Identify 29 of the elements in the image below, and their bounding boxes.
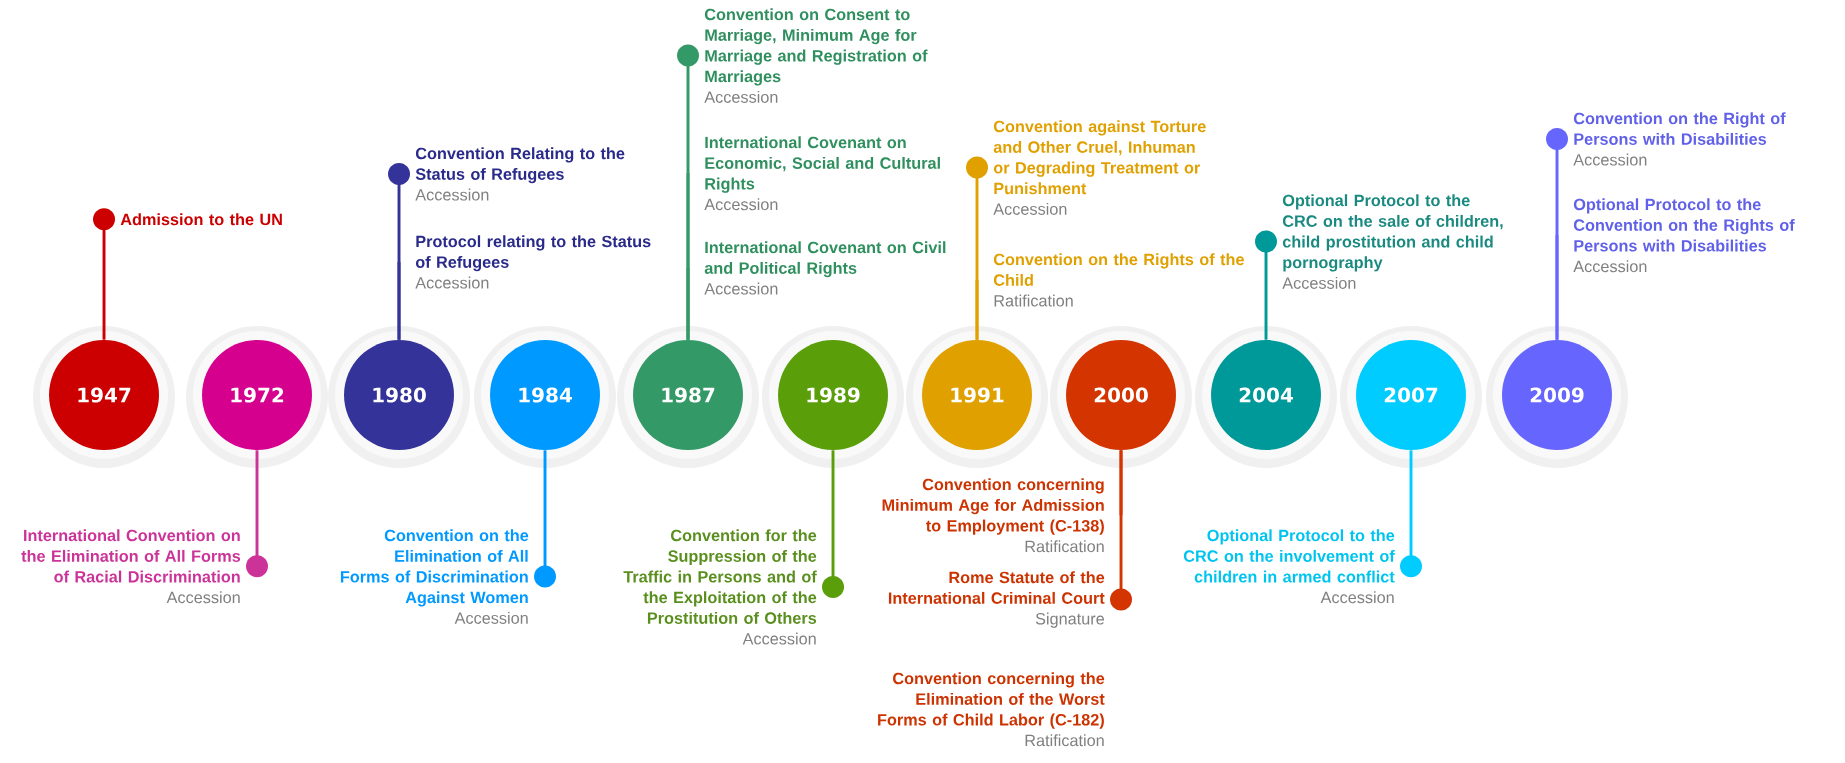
leader-line xyxy=(975,279,979,340)
treaty-label: Convention Relating to the Status of Refugees Accession xyxy=(415,147,625,201)
treaty-label: Convention on the Elimination of All Forms of Discrimination Against Women Accession xyxy=(340,529,529,624)
leader-line xyxy=(1110,450,1132,611)
leader-line xyxy=(686,267,690,340)
treaty-label: Convention concerning Minimum Age for Admission to Employment (C-138) Ratification xyxy=(882,478,1104,553)
treaty-label: Optional Protocol to the CRC on the involvement of children in armed conflict Accession xyxy=(1183,529,1395,604)
treaty-label: International Covenant on Economic, Social and Cultural Rights Accession xyxy=(704,136,940,211)
treaty-label: Optional Protocol to the CRC on the sale of children, child prostitution and child pornography Accession xyxy=(1282,194,1503,289)
treaty-label: Protocol relating to the Status of Refugees Accession xyxy=(415,235,651,289)
treaty-label: International Convention on the Elimination of All Forms of Racial Discrimination Accession xyxy=(21,529,241,604)
leader-line xyxy=(397,261,401,340)
treaty-label: Convention on the Rights of the Child Ratification xyxy=(993,253,1244,307)
treaty-label: Convention against Torture and Other Cruel, Inhuman or Degrading Treatment or Punishment Accession xyxy=(993,120,1206,215)
leader-line xyxy=(1255,230,1277,340)
treaty-label: Convention for the Suppression of the Traffic in Persons and of the Exploitation of the Prostitution of Others Accession xyxy=(623,529,817,645)
leader-line xyxy=(1400,450,1422,578)
treaty-label: International Covenant on Civil and Political Rights Accession xyxy=(704,241,946,295)
treaty-label: Convention on Consent to Marriage, Minimum Age for Marriage and Registration of Marriages Accession xyxy=(704,8,928,103)
treaty-label: Admission to the UN xyxy=(120,213,282,226)
leader-line xyxy=(93,208,115,340)
leader-line xyxy=(534,450,556,588)
leader-line xyxy=(822,450,844,598)
treaty-label: Convention concerning the Elimination of the Worst Forms of Child Labor (C-182) Ratification xyxy=(878,672,1105,747)
treaty-label: Rome Statute of the International Criminal Court Signature xyxy=(888,571,1105,628)
treaty-label: Optional Protocol to the Convention on the Rights of Persons with Disabilities Accession xyxy=(1573,198,1795,273)
leader-line xyxy=(246,450,268,578)
leader-line xyxy=(1555,235,1559,340)
treaty-label: Convention on the Right of Persons with Disabilities Accession xyxy=(1573,112,1786,166)
